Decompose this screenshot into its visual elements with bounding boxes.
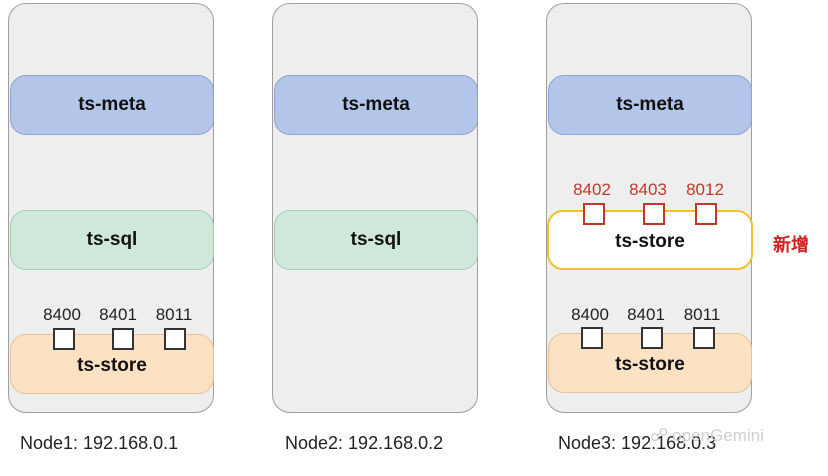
node1-ts-sql: ts-sql (10, 210, 214, 270)
node3-ts-store-label: ts-store (615, 354, 685, 375)
node3-port-box (641, 327, 663, 349)
node3-new-port-box (643, 203, 665, 225)
node1-port-box (164, 328, 186, 350)
node2-box (272, 3, 478, 413)
watermark: ☍ openGemini (650, 425, 764, 446)
node3-port-label: 8400 (571, 305, 609, 324)
node3-new-port-box (695, 203, 717, 225)
node3-new-port-label: 8012 (686, 180, 724, 199)
node1-port-label: 8401 (99, 305, 137, 324)
node3-port-label: 8011 (683, 305, 721, 324)
node1-port-box (112, 328, 134, 350)
node3-port-label: 8401 (627, 305, 665, 324)
node3-ts-meta-label: ts-meta (616, 94, 684, 115)
new-label: 新增 (773, 235, 809, 255)
node3-new-port-label: 8403 (629, 180, 667, 199)
node1-port-box (53, 328, 75, 350)
node3-label: Node3: 192.168.0.3 (558, 433, 717, 453)
node3-port-box (581, 327, 603, 349)
watermark-text: openGemini (672, 425, 764, 445)
wechat-icon: ☍ (650, 425, 669, 445)
node1-ts-meta: ts-meta (10, 75, 214, 135)
node3-port-box (693, 327, 715, 349)
node3-ts-meta: ts-meta (548, 75, 752, 135)
node3-new-port-label: 8402 (573, 180, 611, 199)
node1-port-label: 8400 (43, 305, 81, 324)
node1-ts-meta-label: ts-meta (78, 94, 146, 115)
node1-ts-store-label: ts-store (77, 355, 147, 376)
node1-ts-sql-label: ts-sql (86, 229, 138, 250)
node2-ts-sql-label: ts-sql (350, 229, 402, 250)
node2-ts-meta-label: ts-meta (342, 94, 410, 115)
node2-ts-sql: ts-sql (274, 210, 478, 270)
node3-new-port-box (583, 203, 605, 225)
node2-label: Node2: 192.168.0.2 (285, 433, 444, 453)
node3-new-ts-store-label: ts-store (615, 231, 685, 252)
node1-label: Node1: 192.168.0.1 (20, 433, 179, 453)
node2-ts-meta: ts-meta (274, 75, 478, 135)
node1-port-label: 8011 (155, 305, 193, 324)
